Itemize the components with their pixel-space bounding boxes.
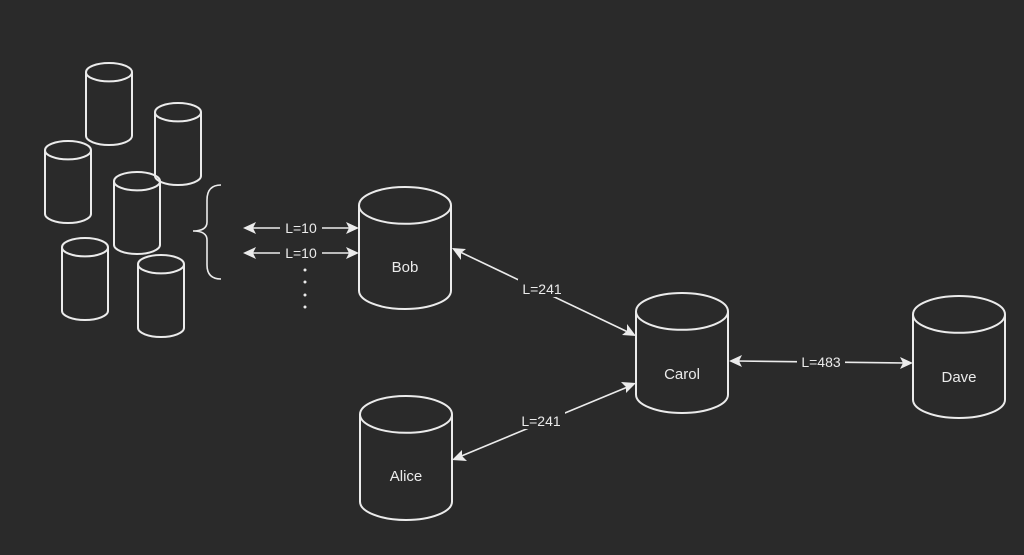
more-peers-ellipsis xyxy=(303,268,307,309)
arrow-left-icon xyxy=(729,355,742,367)
cylinder-lid xyxy=(154,112,202,123)
node-dave[interactable] xyxy=(912,295,1006,419)
cylinder-lid xyxy=(912,314,1006,334)
cylinder-lid xyxy=(137,264,185,275)
edge-peer2[interactable]: L=10 xyxy=(243,244,359,262)
peer-node[interactable] xyxy=(154,102,202,186)
arrow-icon xyxy=(622,324,636,336)
arrow-left-icon xyxy=(243,247,256,259)
cylinder-body xyxy=(113,171,161,255)
edge-carol-dave[interactable]: L=483 xyxy=(729,353,913,371)
cylinder-body xyxy=(635,292,729,414)
edge-label-peer2: L=10 xyxy=(285,245,317,261)
peer-node[interactable] xyxy=(61,237,109,321)
arrow-left-icon xyxy=(243,222,256,234)
peer-node[interactable] xyxy=(85,62,133,146)
node-alice[interactable] xyxy=(359,395,453,521)
peer-node[interactable] xyxy=(137,254,185,338)
edge-bob-carol[interactable]: L=241 xyxy=(452,248,636,336)
edge-label-bob-carol: L=241 xyxy=(522,281,562,297)
edge-label-carol-dave: L=483 xyxy=(801,354,841,370)
node-label-bob: Bob xyxy=(392,259,419,276)
group-brace xyxy=(192,184,222,280)
node-label-carol: Carol xyxy=(664,366,700,383)
cylinder-lid xyxy=(113,181,161,192)
cylinder-body xyxy=(912,295,1006,419)
cylinder-lid xyxy=(358,205,452,225)
node-carol[interactable] xyxy=(635,292,729,414)
arrow-icon xyxy=(452,450,467,461)
cylinder-body xyxy=(44,140,92,224)
node-label-alice: Alice xyxy=(390,468,423,485)
cylinder-body xyxy=(154,102,202,186)
cylinder-lid xyxy=(635,311,729,331)
peer-cluster xyxy=(44,62,202,338)
peer-node[interactable] xyxy=(113,171,161,255)
arrow-icon xyxy=(621,382,636,393)
node-label-dave: Dave xyxy=(941,369,976,386)
node-bob[interactable] xyxy=(358,186,452,310)
edge-label-peer1: L=10 xyxy=(285,220,317,236)
edge-peer1[interactable]: L=10 xyxy=(243,219,359,237)
arrow-right-icon xyxy=(900,357,913,369)
edge-label-alice-carol: L=241 xyxy=(521,413,561,429)
cylinder-body xyxy=(137,254,185,338)
arrow-right-icon xyxy=(346,222,359,234)
arrow-icon xyxy=(452,248,466,260)
cylinder-lid xyxy=(85,72,133,83)
cylinder-lid xyxy=(44,150,92,161)
peer-node[interactable] xyxy=(44,140,92,224)
cylinder-lid xyxy=(359,414,453,434)
arrow-right-icon xyxy=(346,247,359,259)
cylinder-lid xyxy=(61,247,109,258)
cylinder-body xyxy=(358,186,452,310)
cylinder-body xyxy=(61,237,109,321)
cylinder-body xyxy=(85,62,133,146)
edge-alice-carol[interactable]: L=241 xyxy=(452,382,636,461)
cylinder-body xyxy=(359,395,453,521)
